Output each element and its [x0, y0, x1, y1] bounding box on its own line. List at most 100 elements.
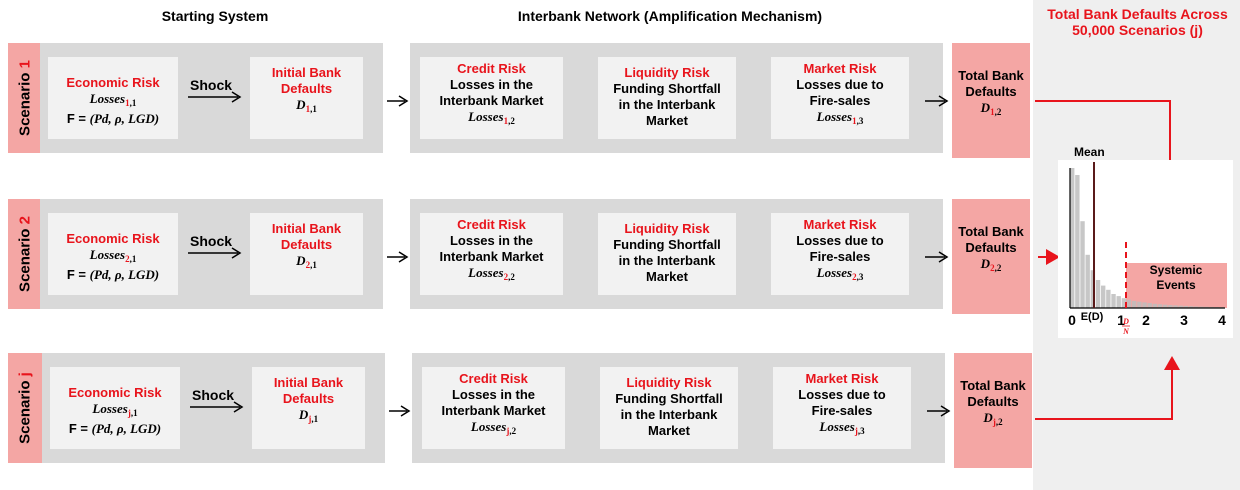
histogram-bar — [1085, 254, 1090, 308]
histogram-bar — [1111, 294, 1116, 308]
total-defaults-box: Total Bank Defaults D2,2 — [952, 199, 1030, 314]
histogram-bar — [1199, 306, 1204, 308]
total-arrow — [925, 95, 949, 107]
economic-risk-box: Economic Risk Lossesj,1 F = (Pd, ρ, LGD) — [50, 367, 180, 449]
histogram-bar — [1194, 306, 1199, 308]
liquidity-risk-box: Liquidity Risk Funding Shortfall in the … — [600, 367, 738, 449]
initial-defaults-value: D1,1 — [296, 97, 317, 114]
initial-defaults-box: Initial Bank Defaults Dj,1 — [252, 367, 365, 449]
tick-label: 2 — [1142, 312, 1150, 328]
tick-label: 1 — [1117, 312, 1125, 328]
initial-defaults-title: Initial Bank Defaults — [271, 221, 342, 252]
histogram-bar — [1173, 305, 1178, 308]
economic-risk-box: Economic Risk Losses2,1 F = (Pd, ρ, LGD) — [48, 213, 178, 295]
interbank-network-header: Interbank Network (Amplification Mechani… — [517, 8, 823, 24]
liquidity-risk-box: Liquidity Risk Funding Shortfall in the … — [598, 57, 736, 139]
shock-label: Shock — [190, 77, 233, 93]
network-arrow — [389, 405, 411, 417]
histogram-bar — [1132, 301, 1137, 308]
histogram-bar — [1168, 305, 1173, 308]
histogram-bar — [1106, 289, 1111, 308]
histogram-bar — [1188, 306, 1194, 308]
histogram-bar — [1142, 302, 1147, 308]
liquidity-risk-title: Liquidity Risk — [626, 375, 712, 390]
economic-losses: Losses2,1 — [89, 247, 137, 264]
credit-risk-desc: Losses in the Interbank Market — [441, 387, 546, 418]
threshold-den: N — [1122, 327, 1130, 336]
credit-risk-title: Credit Risk — [457, 61, 526, 76]
histogram-bar — [1121, 298, 1127, 308]
liquidity-risk-desc: Funding Shortfall in the Interbank Marke… — [613, 81, 721, 128]
histogram-bar — [1147, 303, 1152, 308]
systemic-events-label: Events — [1156, 278, 1196, 292]
tick-label: 0 — [1068, 312, 1076, 328]
total-arrow — [927, 405, 951, 417]
market-risk-title: Market Risk — [803, 217, 877, 232]
total-defaults-title: Total Bank Defaults — [958, 224, 1024, 255]
formula: F = (Pd, ρ, LGD) — [66, 267, 160, 282]
total-defaults-value: D1,2 — [980, 100, 1002, 117]
market-losses: Losses1,3 — [816, 109, 864, 126]
shock-arrow — [190, 401, 244, 413]
histogram-bar — [1204, 306, 1209, 308]
formula: F = (Pd, ρ, LGD) — [68, 421, 162, 436]
systemic-events-label: Systemic — [1150, 263, 1203, 277]
formula: F = (Pd, ρ, LGD) — [66, 111, 160, 126]
histogram-bar — [1178, 305, 1183, 308]
economic-losses: Losses1,1 — [89, 91, 137, 108]
economic-risk-title: Economic Risk — [66, 231, 160, 246]
histogram-bar — [1095, 280, 1101, 308]
liquidity-risk-box: Liquidity Risk Funding Shortfall in the … — [598, 213, 736, 295]
initial-defaults-value: Dj,1 — [298, 407, 319, 424]
shock-arrow — [188, 247, 242, 259]
initial-defaults-box: Initial Bank Defaults D2,1 — [250, 213, 363, 295]
network-arrow — [387, 95, 409, 107]
expected-value-label: E(D) — [1081, 311, 1104, 323]
credit-losses: Losses1,2 — [468, 109, 515, 126]
total-defaults-title: Total Bank Defaults Across 50,000 Scenar… — [1047, 6, 1228, 38]
credit-risk-box: Credit Risk Losses in the Interbank Mark… — [420, 213, 563, 295]
mean-label: Mean — [1074, 145, 1105, 159]
histogram-bar — [1080, 221, 1085, 308]
initial-defaults-title: Initial Bank Defaults — [273, 375, 344, 406]
total-defaults-title: Total Bank Defaults — [958, 68, 1024, 99]
market-risk-box: Market Risk Losses due to Fire-sales Los… — [773, 367, 911, 449]
total-defaults-box: Total Bank Defaults Dj,2 — [954, 353, 1032, 468]
shock-arrow — [188, 91, 242, 103]
total-arrow — [925, 251, 949, 263]
histogram-bar — [1152, 303, 1158, 308]
total-defaults-box: Total Bank Defaults D1,2 — [952, 43, 1030, 158]
shock-label: Shock — [192, 387, 235, 403]
histogram-bar — [1075, 175, 1080, 308]
histogram-bar — [1183, 305, 1189, 308]
liquidity-risk-title: Liquidity Risk — [624, 65, 710, 80]
credit-risk-title: Credit Risk — [457, 217, 526, 232]
histogram-bar — [1101, 285, 1106, 308]
histogram-bar — [1116, 296, 1121, 308]
histogram-bar — [1157, 304, 1163, 308]
market-losses: Losses2,3 — [816, 265, 864, 282]
economic-risk-box: Economic Risk Losses1,1 F = (Pd, ρ, LGD) — [48, 57, 178, 139]
systemic-region — [1126, 263, 1227, 308]
market-risk-desc: Losses due to Fire-sales — [796, 233, 884, 264]
starting-system-header: Starting System — [161, 8, 269, 24]
economic-risk-title: Economic Risk — [68, 385, 162, 400]
credit-risk-box: Credit Risk Losses in the Interbank Mark… — [420, 57, 563, 139]
network-arrow — [387, 251, 409, 263]
market-risk-desc: Losses due to Fire-sales — [796, 77, 884, 108]
scenario-label-box: Scenario 1 — [8, 43, 42, 153]
liquidity-risk-desc: Funding Shortfall in the Interbank Marke… — [613, 237, 721, 284]
scenario-label-box: Scenario 2 — [8, 199, 42, 309]
total-defaults-title: Total Bank Defaults — [960, 378, 1026, 409]
initial-defaults-box: Initial Bank Defaults D1,1 — [250, 57, 363, 139]
shock-label: Shock — [190, 233, 233, 249]
market-risk-box: Market Risk Losses due to Fire-sales Los… — [771, 57, 909, 139]
tick-label: 4 — [1218, 312, 1226, 328]
market-risk-title: Market Risk — [803, 61, 877, 76]
histogram-bar — [1070, 168, 1075, 308]
histogram-bar — [1163, 304, 1168, 308]
market-risk-box: Market Risk Losses due to Fire-sales Los… — [771, 213, 909, 295]
market-risk-title: Market Risk — [805, 371, 879, 386]
